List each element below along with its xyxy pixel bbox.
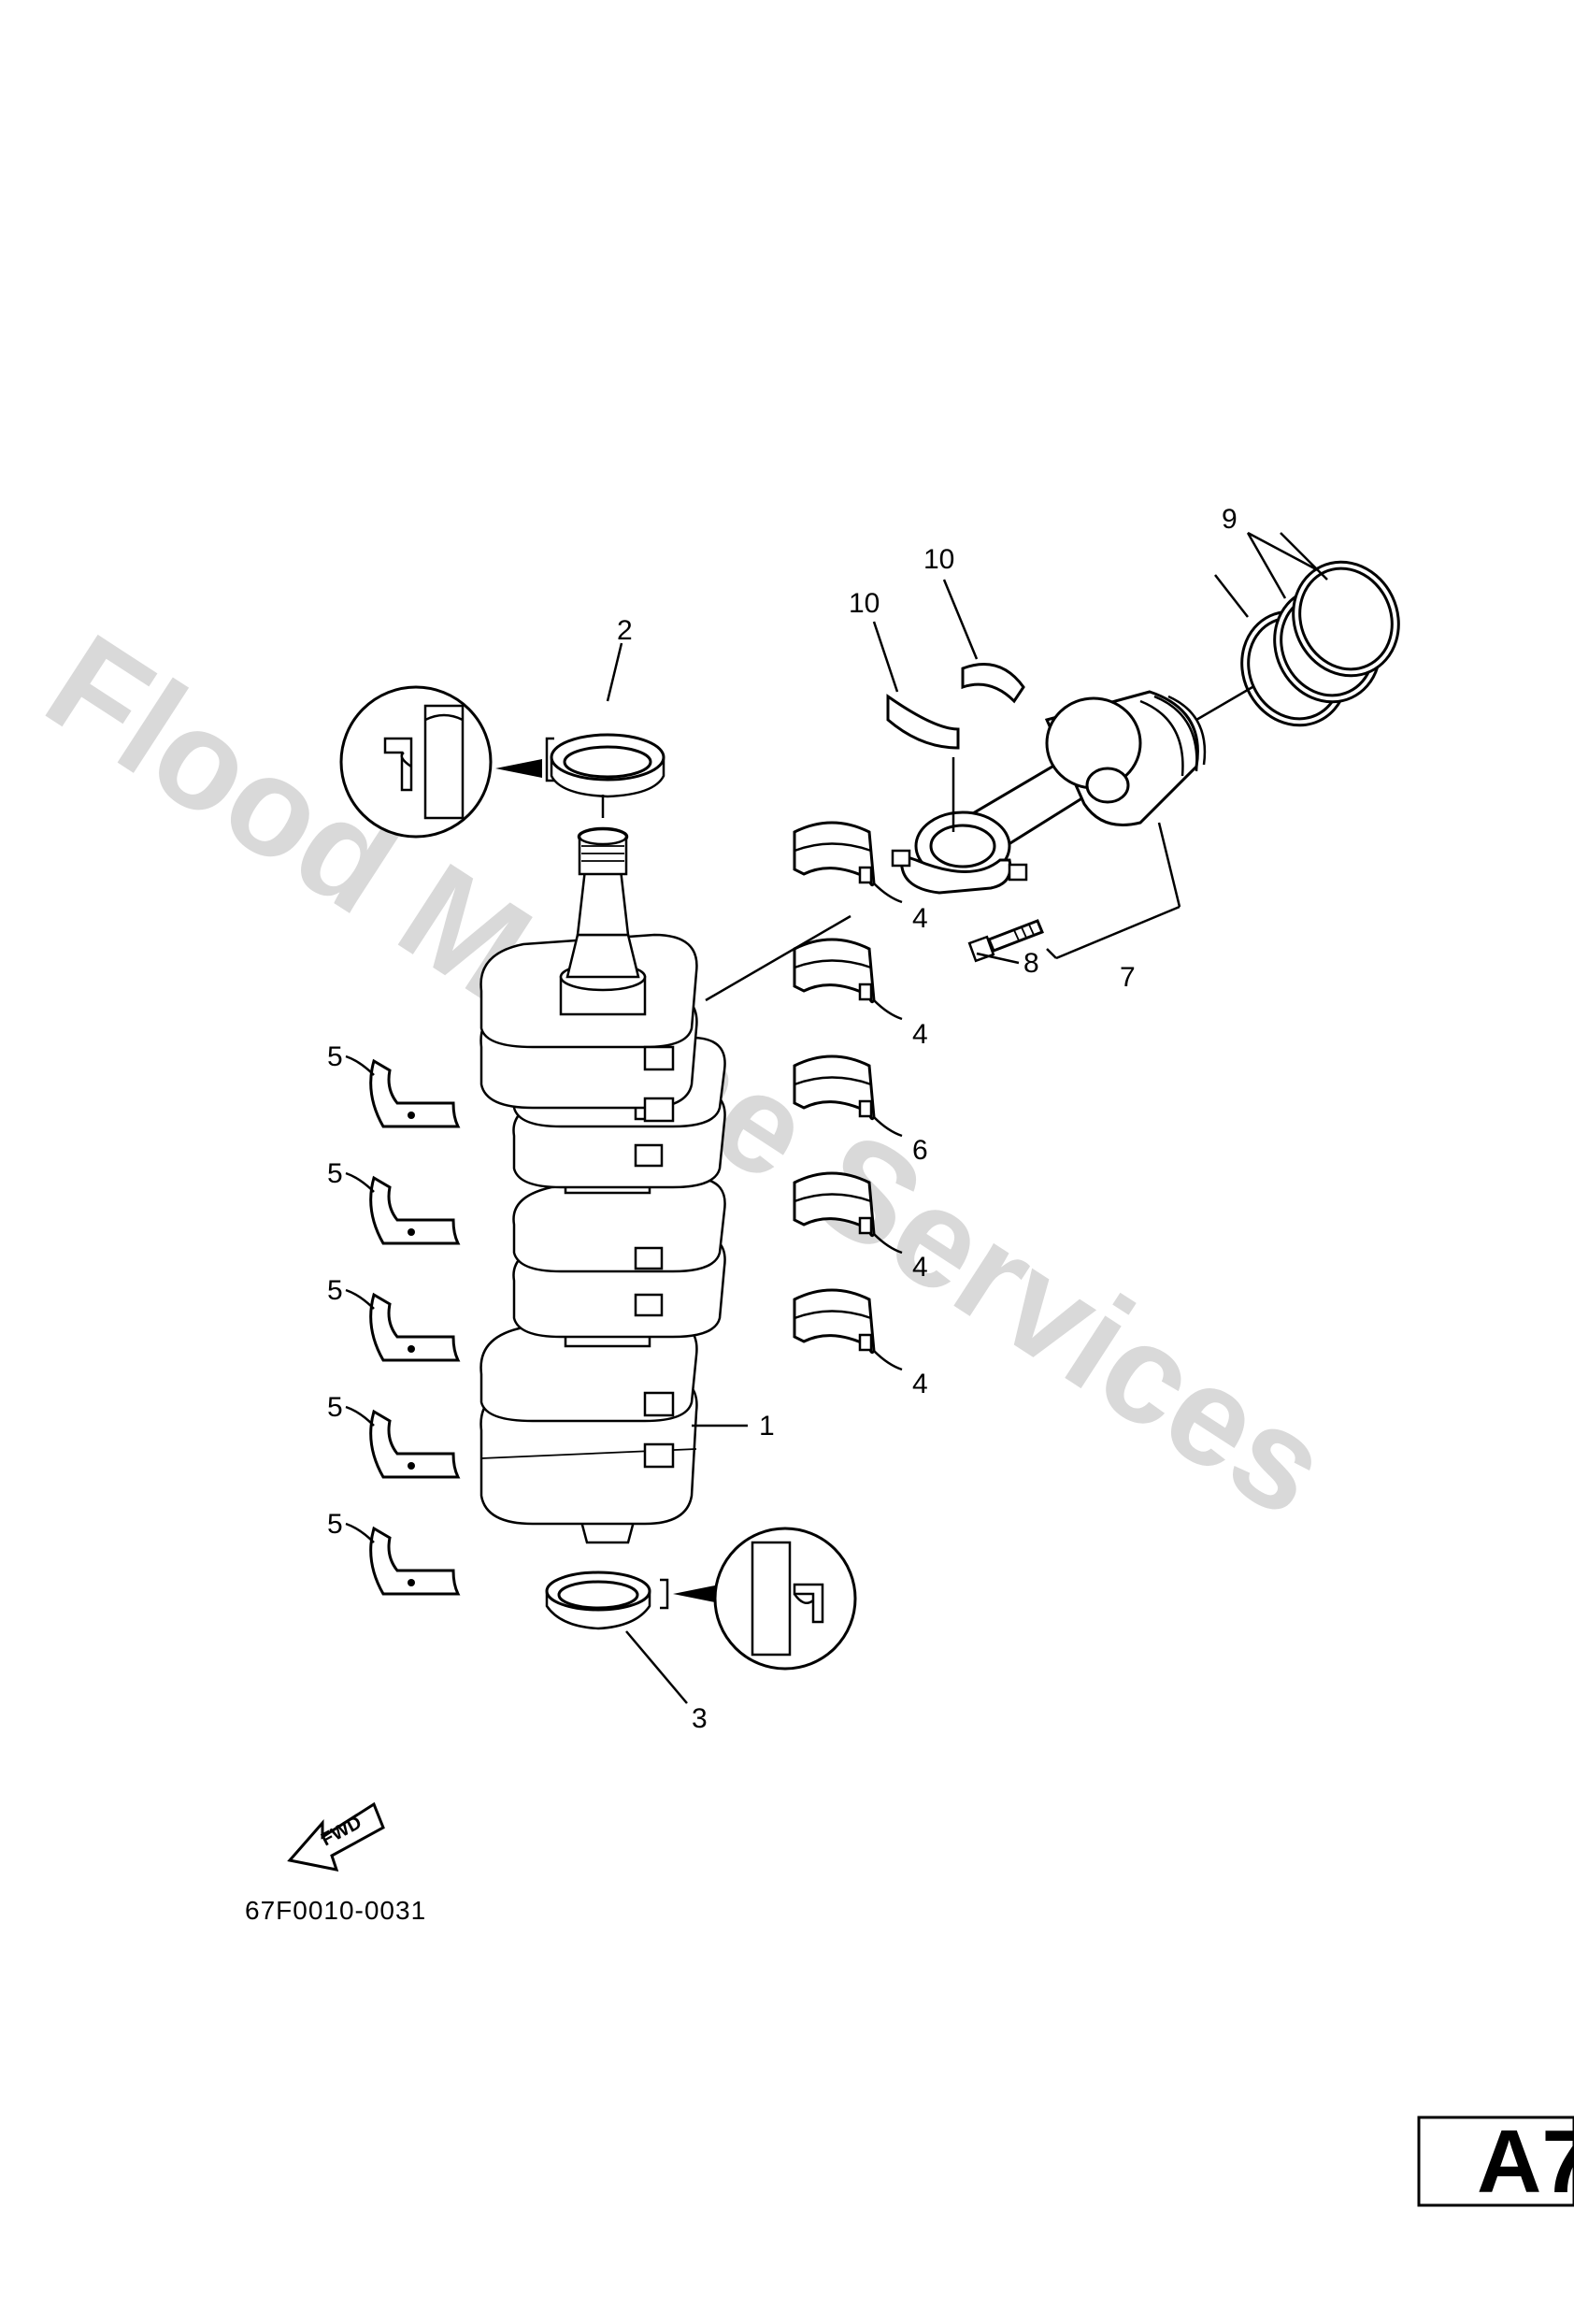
callout-leaders [692, 952, 1020, 1427]
callout-10a: 10 [849, 588, 880, 619]
main-bearing-4 [369, 1409, 461, 1479]
page-tag-box: A7 [1417, 2112, 1574, 2212]
callout-4a: 4 [912, 903, 928, 934]
fwd-arrow: FWD [287, 1801, 385, 1872]
upper-bearing-1 [793, 821, 876, 887]
page-tag: A7 [1477, 2112, 1574, 2212]
upper-bearing-3 [793, 1171, 876, 1238]
oil-seal-bottom [545, 1527, 857, 1704]
callout-4d: 4 [912, 1369, 928, 1399]
main-bearing-1 [369, 1058, 461, 1128]
callout-2: 2 [617, 615, 633, 646]
main-bearing-2 [369, 1175, 461, 1245]
callout-5d: 5 [327, 1392, 343, 1423]
thrust-bearing [793, 1054, 876, 1121]
crank-web-middle-lower [512, 1176, 726, 1339]
callout-3: 3 [692, 1703, 708, 1734]
main-bearing-set [345, 1054, 461, 1596]
callout-6: 6 [912, 1135, 928, 1166]
callout-8: 8 [1023, 948, 1039, 979]
callout-5b: 5 [327, 1158, 343, 1189]
callout-5e: 5 [327, 1509, 343, 1540]
piston-conrod-assembly [891, 690, 1207, 960]
crankshaft [479, 826, 726, 1544]
piston-rings [1195, 531, 1400, 727]
callout-10b: 10 [923, 544, 954, 575]
callout-7: 7 [1120, 962, 1136, 993]
callout-1: 1 [759, 1411, 775, 1442]
callout-5c: 5 [327, 1275, 343, 1306]
crank-nose [559, 826, 647, 1016]
main-bearing-5 [369, 1526, 461, 1596]
conrod-alignment-line [705, 914, 851, 1002]
upper-bearing-4 [793, 1288, 876, 1355]
callout-5a: 5 [327, 1041, 343, 1072]
piston [1044, 690, 1207, 826]
upper-bearing-2 [793, 938, 876, 1004]
callout-9: 9 [1222, 504, 1238, 535]
upper-bearing-set [793, 821, 903, 1371]
callout-4b: 4 [912, 1019, 928, 1050]
conrod-bearings [872, 579, 1025, 832]
crank-web-bottom [479, 1316, 698, 1526]
part-code: 67F0010-0031 [245, 1896, 426, 1925]
main-bearing-3 [369, 1292, 461, 1362]
callout-4c: 4 [912, 1252, 928, 1283]
oil-seal-top [339, 642, 665, 839]
